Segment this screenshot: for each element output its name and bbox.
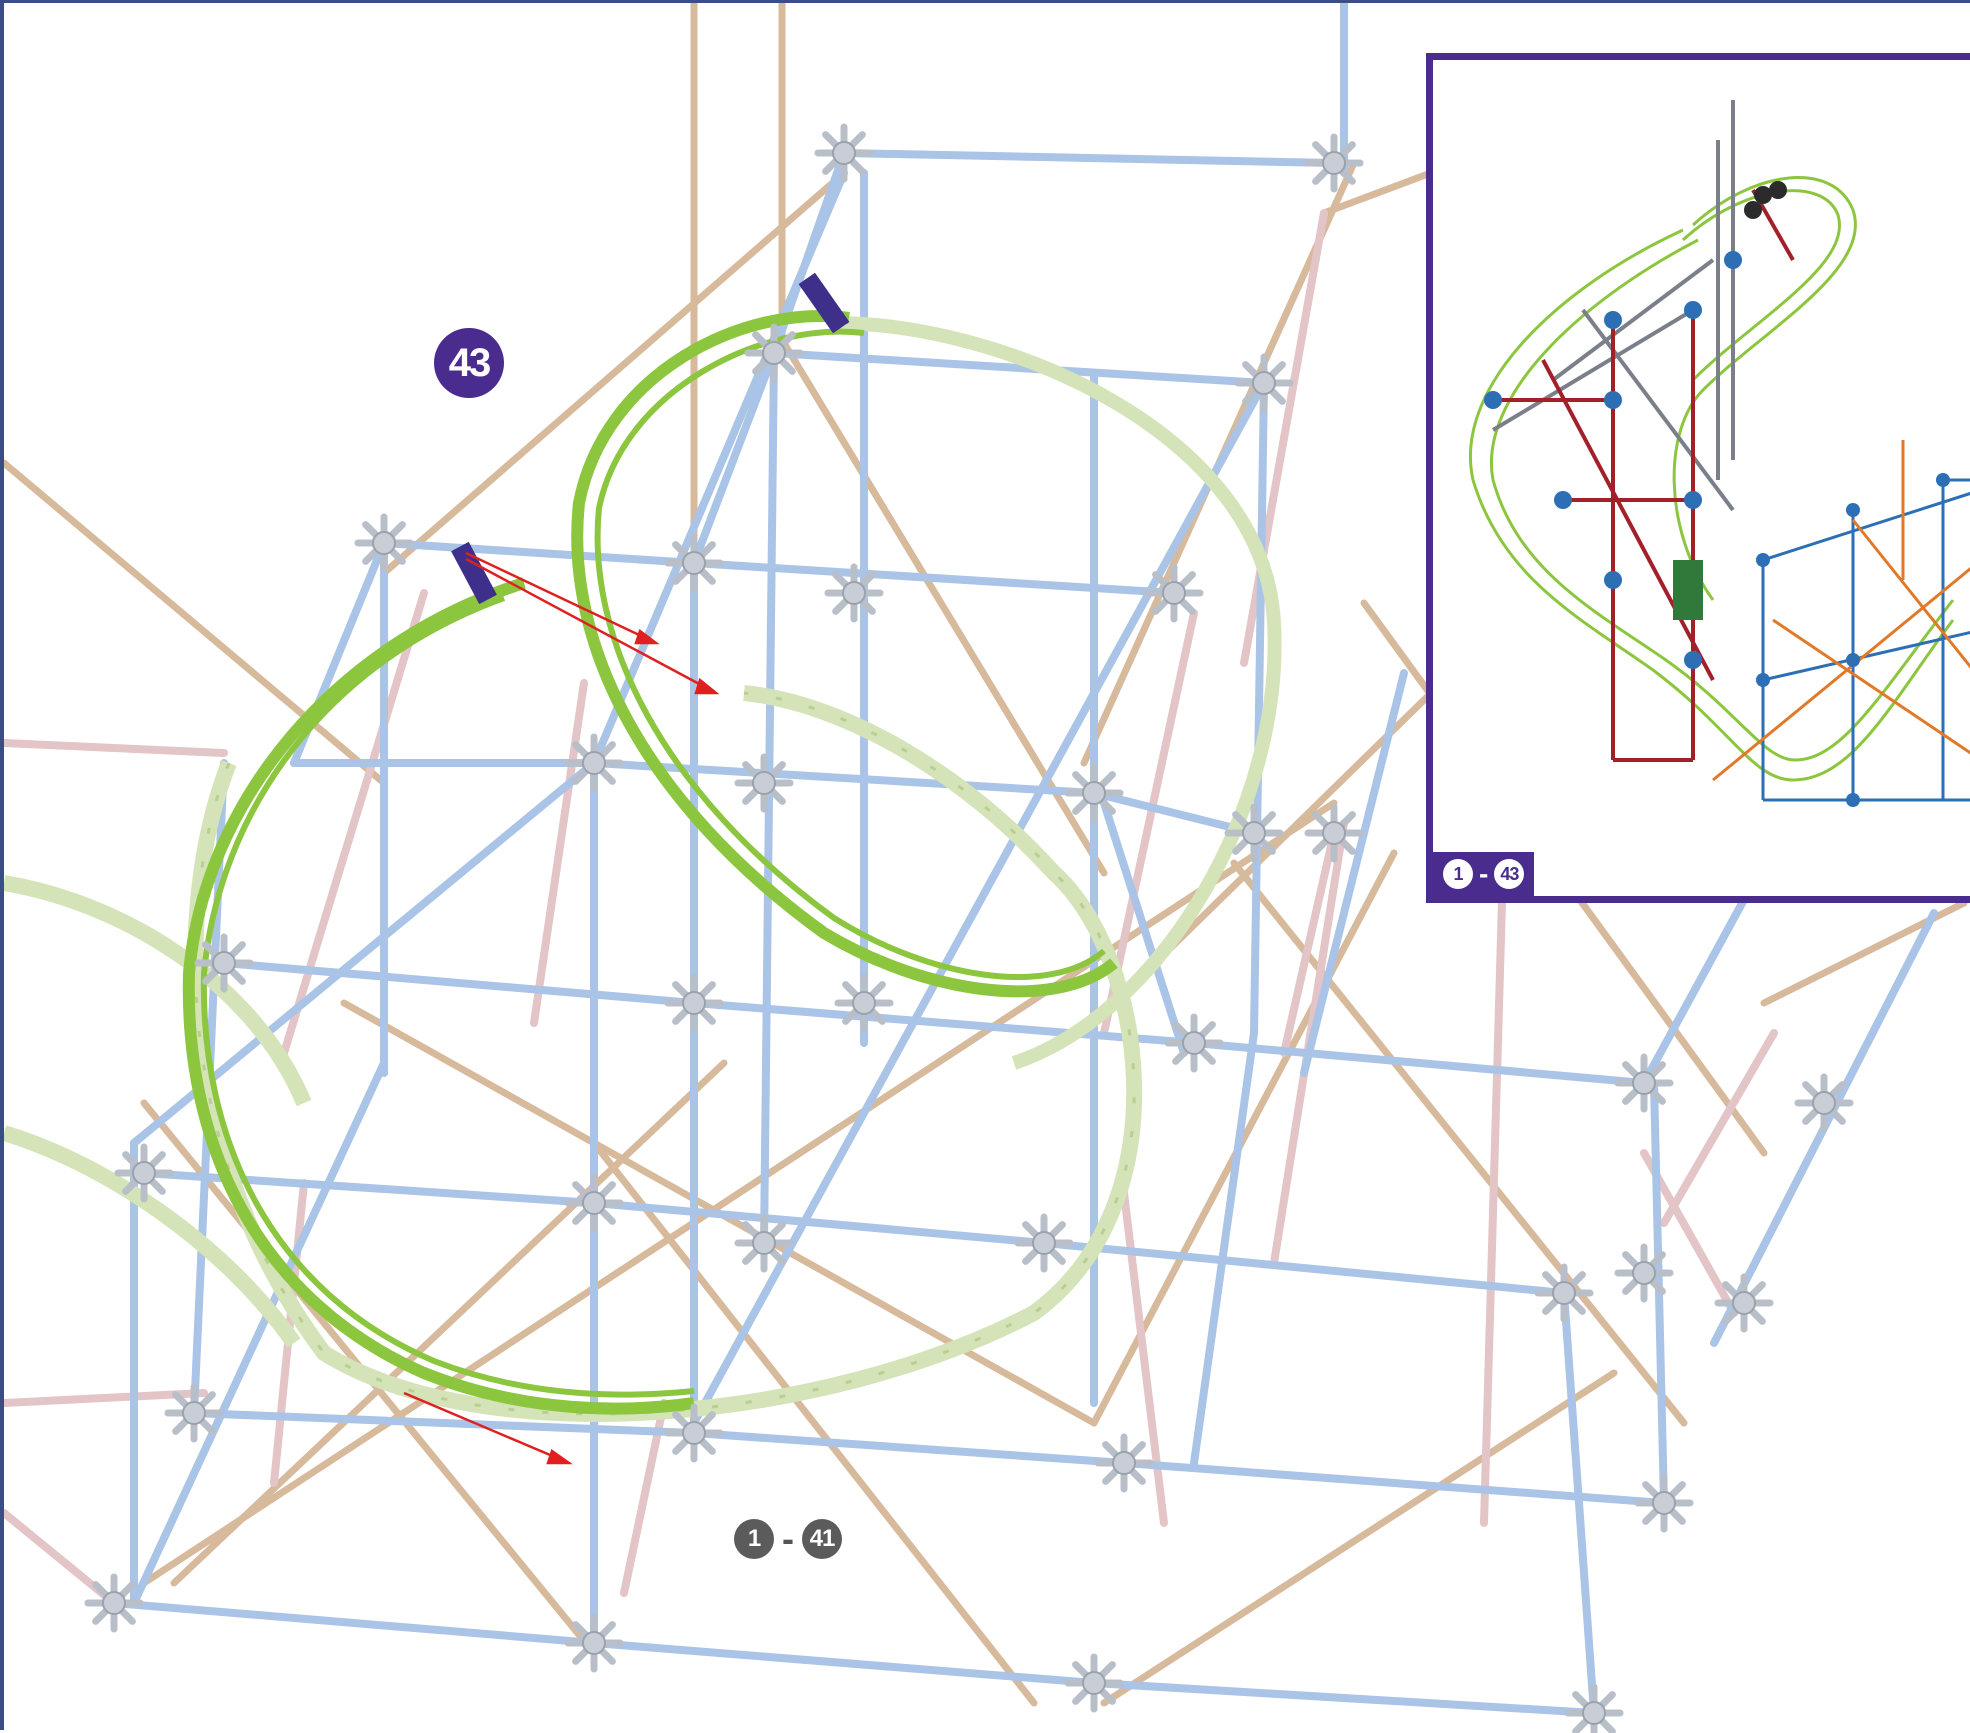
- hub-connector: [1634, 1473, 1694, 1533]
- assembly-arrows: [403, 551, 720, 1465]
- hub-connector: [1534, 1263, 1594, 1323]
- inset-separator: -: [1479, 858, 1489, 889]
- hub-connector: [1304, 133, 1364, 193]
- hub-connector: [1794, 1073, 1854, 1133]
- inset-end-badge: 43: [1494, 859, 1525, 889]
- hub-connector: [1094, 1433, 1154, 1493]
- coaster-structure-diagram: [4, 3, 1968, 1733]
- hub-connector: [824, 563, 884, 623]
- hub-connector: [814, 123, 874, 183]
- inset-end: 43: [1500, 863, 1519, 884]
- hub-connector: [564, 1613, 624, 1673]
- blue-frame-rods: [110, 3, 1938, 1717]
- hub-connector: [564, 733, 624, 793]
- hub-connector: [194, 933, 254, 993]
- hub-connector: [1224, 803, 1284, 863]
- hub-connector: [1064, 1653, 1124, 1713]
- range-end-badge: 41: [802, 1519, 842, 1559]
- step-number: 43: [448, 340, 491, 385]
- hub-connector: [84, 1573, 144, 1633]
- hub-connector: [1144, 563, 1204, 623]
- inset-start-badge: 1: [1443, 859, 1473, 889]
- hub-connector: [1064, 763, 1124, 823]
- pale-track-loop: [4, 316, 1282, 1422]
- hub-connector: [164, 1383, 224, 1443]
- range-start-badge: 1: [734, 1519, 774, 1559]
- hub-connector: [114, 1143, 174, 1203]
- range-separator: -: [782, 1518, 794, 1559]
- hub-connector: [1234, 353, 1294, 413]
- hub-connector: [564, 1173, 624, 1233]
- hub-connector: [664, 973, 724, 1033]
- hub-connector: [834, 973, 894, 1033]
- hub-connector: [1164, 1013, 1224, 1073]
- hub-connector: [744, 323, 804, 383]
- previous-steps-label: 1 - 41: [734, 1518, 842, 1560]
- step-number-badge: 43: [434, 328, 504, 398]
- hub-connector: [1014, 1213, 1074, 1273]
- hub-connector: [354, 513, 414, 573]
- hub-connector: [734, 753, 794, 813]
- range-end: 41: [809, 1525, 836, 1552]
- hub-connector: [1304, 803, 1364, 863]
- inset-start: 1: [1453, 863, 1463, 884]
- hub-connector: [1614, 1243, 1674, 1303]
- green-track-loop: [182, 310, 1118, 1415]
- hub-connector: [734, 1213, 794, 1273]
- track-clip-upper: [798, 272, 850, 334]
- range-start: 1: [747, 1525, 761, 1552]
- hub-connector: [664, 1403, 724, 1463]
- overview-model-diagram: [1469, 100, 1970, 807]
- inset-range-tag: 1 - 43: [1433, 852, 1535, 896]
- hub-connector: [1714, 1273, 1774, 1333]
- hub-connector: [1614, 1053, 1674, 1113]
- hub-connector: [1564, 1683, 1624, 1733]
- hub-connector: [664, 533, 724, 593]
- hub-connectors: [84, 123, 1854, 1733]
- track-clip-top: [451, 541, 497, 605]
- overview-inset: 1 - 43: [1426, 53, 1970, 903]
